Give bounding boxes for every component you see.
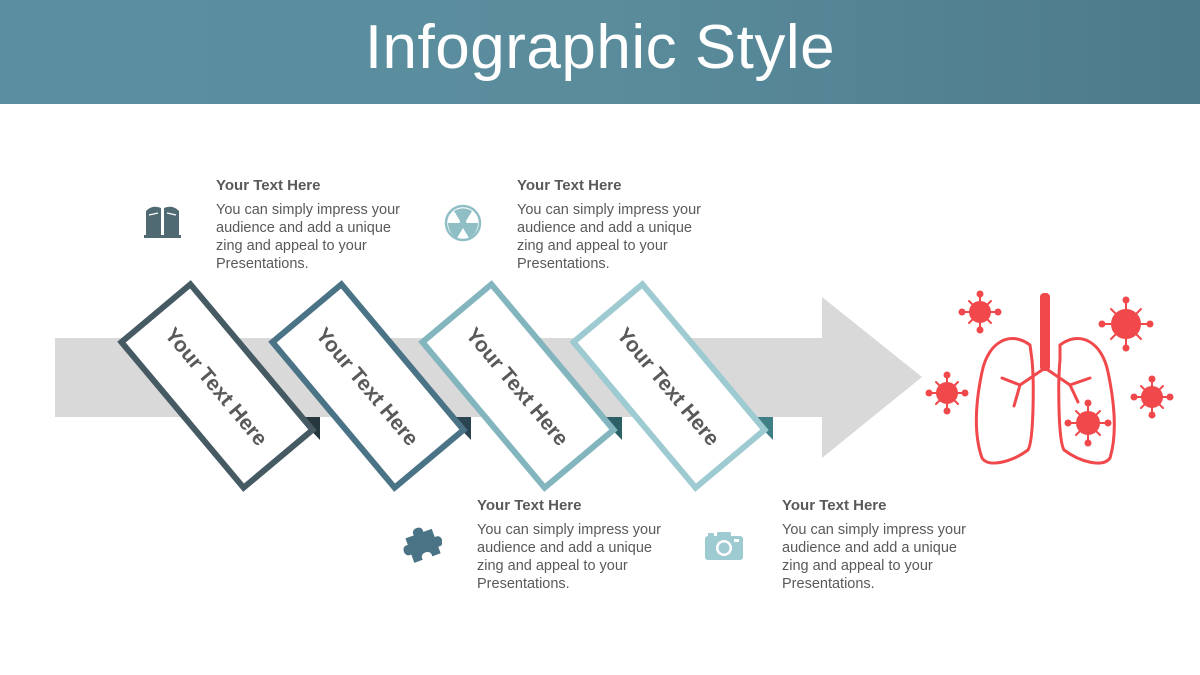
- text-block-1: Your Text Here You can simply impress yo…: [216, 177, 416, 273]
- step-1-banner: [117, 280, 317, 492]
- lungs-virus-icon: [925, 290, 1174, 465]
- text-block-4-title: Your Text Here: [782, 497, 887, 514]
- text-block-3-body: You can simply impress your audience and…: [477, 522, 662, 592]
- text-block-2: Your Text Here You can simply impress yo…: [517, 177, 717, 273]
- text-block-1-body: You can simply impress your audience and…: [216, 202, 401, 272]
- step-4-banner: [569, 280, 769, 492]
- text-block-3: Your Text Here You can simply impress yo…: [477, 497, 677, 593]
- camera-icon: [705, 532, 743, 560]
- text-block-3-title: Your Text Here: [477, 497, 582, 514]
- text-block-2-body: You can simply impress your audience and…: [517, 202, 702, 272]
- radiation-icon: [444, 204, 482, 242]
- page-title: Infographic Style: [364, 13, 836, 82]
- text-block-1-title: Your Text Here: [216, 177, 321, 194]
- step-3-banner: [418, 280, 618, 492]
- title-bar: Infographic Style: [0, 0, 1200, 104]
- step-1: Your Text Here: [117, 280, 320, 492]
- text-block-2-title: Your Text Here: [517, 177, 622, 194]
- text-block-4-body: You can simply impress your audience and…: [782, 522, 967, 592]
- text-block-4: Your Text Here You can simply impress yo…: [782, 497, 982, 593]
- puzzle-icon: [403, 527, 442, 563]
- book-icon: [144, 206, 181, 238]
- step-2-banner: [268, 280, 468, 492]
